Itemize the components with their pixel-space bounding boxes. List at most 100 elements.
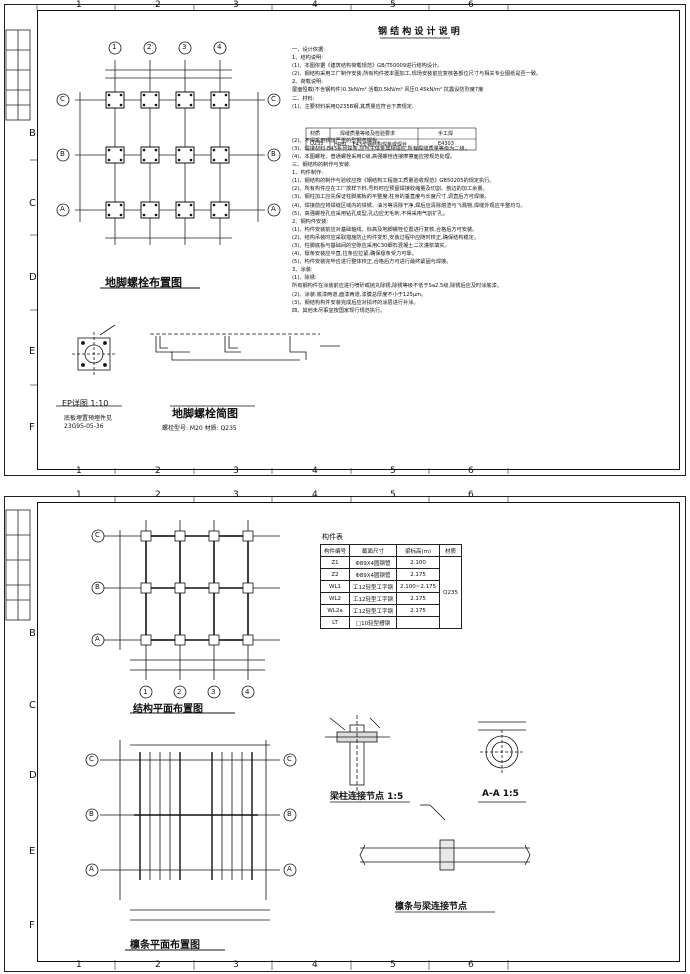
- ruler2-side-B: B: [29, 628, 36, 639]
- ruler-bottom-4: 4: [312, 466, 318, 476]
- ep-note-line1: 底板埋置预埋件见: [64, 415, 113, 422]
- table-cell: Z1: [319, 556, 351, 569]
- ruler2-top-4: 4: [312, 490, 318, 500]
- ruler2-top-2: 2: [155, 490, 161, 500]
- purlin-axis-C-left: C: [89, 755, 94, 763]
- axis-4-label: 4: [217, 43, 222, 51]
- ruler-side-D: D: [29, 272, 37, 283]
- note-line: (1)、钢结构的制作与验收应按《钢结构工程施工质量验收规范》GB50205的规定…: [292, 178, 495, 185]
- ruler2-top-1: 1: [76, 490, 82, 500]
- ruler2-bottom-1: 1: [76, 960, 82, 970]
- purlin-axis-A-right: A: [287, 865, 292, 873]
- table-row: LT □10轻型槽钢: [319, 616, 462, 629]
- note-line: 1、构件制作:: [292, 170, 323, 177]
- axis-A-left: A: [60, 205, 65, 213]
- anchor-bolt-plan-title: 地脚螺栓布置图: [105, 276, 182, 289]
- col-header: 梁标高(m): [396, 544, 441, 557]
- note-line: 二、材料:: [292, 95, 315, 102]
- note-line: (1)、主要材料采用Q235B钢,其质量应符合下表规定:: [292, 103, 414, 110]
- design-notes-block: 一、设计依据: 1、结构说明: (1)、本图依据《建筑结构荷载规范》GB/T50…: [292, 46, 672, 446]
- ruler-top-6: 6: [468, 0, 474, 10]
- ruler2-side-D: D: [29, 770, 37, 781]
- note-line: (1)、构件安装前应对基础轴线、标高及地脚螺栓位置进行复核,合格后方可安装。: [292, 226, 478, 233]
- ruler-top-4: 4: [312, 0, 318, 10]
- table-cell: 工12轻型工字钢: [349, 580, 398, 593]
- purlin-axis-C-right: C: [287, 755, 292, 763]
- axis-C-left: C: [60, 95, 65, 103]
- ruler-side-F: F: [29, 422, 35, 433]
- ruler2-top-6: 6: [468, 490, 474, 500]
- table-cell: Z2: [319, 568, 351, 581]
- table-row: Z2 Φ89X4圆钢管 2.175: [319, 568, 462, 581]
- note-line: (4)、檩条安装应平直,拉条应拉紧,确保檩条受力可靠。: [292, 251, 417, 258]
- axis2-1: 1: [143, 688, 148, 696]
- axis2-B: B: [95, 583, 100, 591]
- note-line: 屋面恒载(不含钢构件)0.3kN/m² 活载0.5kN/m² 风压0.45kN/…: [292, 87, 484, 94]
- table-cell: □10轻型槽钢: [349, 616, 398, 629]
- mat-table-c1: Q235: [310, 141, 324, 147]
- mat-table-h2: 焊缝质量等级及检验要求: [340, 131, 396, 137]
- table-cell: 工12轻型工字钢: [349, 592, 398, 605]
- table-cell: 2.175: [396, 568, 441, 581]
- aa-section-title: A-A 1:5: [482, 789, 519, 799]
- note-line: (1)、除锈:: [292, 275, 317, 282]
- ruler2-side-E: E: [29, 846, 36, 857]
- purlin-plan-title: 檩条平面布置图: [130, 940, 200, 951]
- ruler-bottom-6: 6: [468, 466, 474, 476]
- note-line: 所有钢构件在涂装前应进行喷砂或抛丸除锈,除锈等级不低于Sa2.5级,除锈后应及时…: [292, 283, 502, 290]
- table-cell: WL2: [319, 592, 351, 605]
- table-row: Z1 Φ89X4圆钢管 2.100 Q235: [319, 556, 462, 629]
- table-cell: Q235: [439, 556, 462, 629]
- ruler-side-E: E: [29, 346, 36, 357]
- ruler-top-1: 1: [76, 0, 82, 10]
- note-line: 1、结构说明:: [292, 55, 323, 62]
- mat-table-c3: E4303: [438, 141, 454, 147]
- note-line: 2、钢构件安装:: [292, 218, 329, 225]
- ruler2-bottom-3: 3: [233, 960, 239, 970]
- note-line: (4)、焊接前应将焊缝区域内的铁锈、油污等清除干净,焊后应清除熔渣与飞溅物,焊缝…: [292, 202, 526, 209]
- ruler2-top-3: 3: [233, 490, 239, 500]
- note-line: (2)、不得采用锈蚀严重的型钢与钢板。: [292, 137, 383, 144]
- bolt-spec-note: 螺栓型号: M20 材质: Q235: [162, 425, 237, 432]
- table-cell: 2.100~2.175: [396, 580, 441, 593]
- axis-B-left: B: [60, 150, 65, 158]
- mat-table-h1: 材质: [310, 131, 321, 137]
- table-row: WL2 工12轻型工字钢 2.175: [319, 592, 462, 605]
- ruler-bottom-3: 3: [233, 466, 239, 476]
- ruler2-bottom-4: 4: [312, 960, 318, 970]
- table-cell: WL1: [319, 580, 351, 593]
- axis2-3: 3: [211, 688, 216, 696]
- ruler-bottom-2: 2: [155, 466, 161, 476]
- axis2-C: C: [95, 531, 100, 539]
- structure-plan-title: 结构平面布置图: [133, 704, 203, 715]
- table-cell: Φ89X4圆钢管: [349, 568, 398, 581]
- note-line: (2)、结构吊装时应采取措施防止构件变形,安装过程中应随时校正,确保结构稳定。: [292, 234, 480, 241]
- ruler2-side-F: F: [29, 920, 35, 931]
- table-cell: LT: [319, 616, 351, 629]
- purlin-axis-A-left: A: [89, 865, 94, 873]
- axis-3-label: 3: [182, 43, 187, 51]
- table-row: WL1 工12轻型工字钢 2.100~2.175: [319, 580, 462, 593]
- axis2-2: 2: [177, 688, 182, 696]
- ep-note-line2: 23G95-05-36: [64, 423, 104, 430]
- ruler-side-B: B: [29, 128, 36, 139]
- note-line: (3)、柱脚底板与基础间的空隙应采用C30细石混凝土二次灌浆填实。: [292, 242, 450, 249]
- note-line: (2)、钢结构采用工厂制作安装,所有构件按本图加工,现场安装前应复核各部位尺寸与…: [292, 71, 542, 78]
- ruler2-top-5: 5: [390, 490, 396, 500]
- mat-table-c2: HRBL、E43型钢结构焊条或焊丝: [334, 142, 407, 148]
- table-cell: Φ89X4圆钢管: [349, 556, 398, 569]
- drawing-frame-2: [37, 502, 680, 962]
- table-cell: 2.175: [396, 604, 441, 617]
- note-line: (2)、所有构件应在工厂放样下料,号料时应预留焊接收缩量及切割、刨边的加工余量。: [292, 186, 488, 193]
- col-header: 材质: [439, 544, 462, 557]
- table-header-row: 构件编号 截面尺寸 梁标高(m) 材质: [319, 544, 462, 557]
- purlin-axis-B-left: B: [89, 810, 94, 818]
- ruler-side-C: C: [29, 198, 36, 209]
- ruler2-side-C: C: [29, 700, 36, 711]
- beam-column-node-title: 梁柱连接节点 1:5: [330, 792, 404, 802]
- note-line: (3)、焊接材料:E43系列焊条,应与主体金属相适应,所有焊缝质量等级为二级。: [292, 145, 470, 152]
- note-line: 一、设计依据:: [292, 47, 325, 53]
- axis2-4: 4: [245, 688, 250, 696]
- axis-B-right: B: [271, 150, 276, 158]
